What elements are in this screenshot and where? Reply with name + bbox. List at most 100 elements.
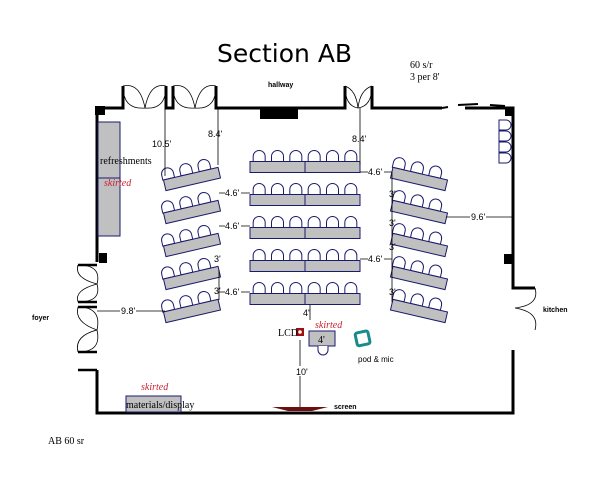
chair-icon (391, 190, 406, 204)
refreshments-table: refreshments skirted (97, 121, 152, 237)
podium-skirted-note: skirted (315, 320, 343, 331)
table (161, 158, 222, 192)
dim-aisle-right-2: 4.6' (368, 254, 383, 264)
refreshments-skirted-note: skirted (104, 178, 132, 189)
chair-icon (197, 191, 212, 206)
dim-right-aisle-top: 8.4' (352, 134, 367, 144)
chair-icon (252, 183, 266, 195)
chair-icon (289, 249, 303, 261)
refreshments-label: refreshments (100, 156, 152, 167)
chair-icon (326, 150, 339, 162)
foyer-label: foyer (32, 315, 49, 322)
chair-icon (326, 249, 339, 261)
chair-icon (307, 282, 321, 294)
chair-icon (317, 346, 329, 356)
chair-icon (344, 249, 358, 261)
chair-icon (179, 229, 194, 243)
pod-mic-label: pod & mic (358, 355, 394, 364)
chair-icon (197, 158, 212, 173)
walls (78, 86, 535, 415)
chair-icon (498, 130, 512, 142)
chair-icon (179, 295, 194, 309)
dim-screen-gap: 10' (296, 367, 308, 377)
podium-table: 4' skirted (308, 320, 343, 356)
dim-aisle-left-3: 4.6' (225, 287, 240, 297)
chair-icon (498, 141, 512, 153)
dim-aisle-left-1: 4.6' (225, 188, 240, 198)
chair-icon (344, 216, 358, 228)
chair-icon (271, 150, 284, 162)
screen-label: screen (334, 404, 357, 411)
chair-icon (271, 249, 284, 261)
chair-icon (428, 264, 443, 278)
chair-icon (252, 282, 266, 294)
table-top (162, 232, 222, 258)
dim-aisle-right-1: 4.6' (368, 167, 383, 177)
chair-icon (161, 299, 176, 313)
dim-row-gap-l2: 3' (214, 286, 221, 296)
stacked-chairs (498, 119, 512, 164)
podium-icon (353, 329, 372, 348)
chair-icon (161, 233, 176, 247)
seating-tables (161, 150, 449, 324)
chair-icon (179, 196, 194, 210)
table (389, 289, 449, 324)
chair-icon (409, 293, 424, 307)
chair-icon (391, 289, 406, 303)
chair-icon (326, 183, 339, 195)
dim-left-door-gap: 10.5' (152, 139, 172, 149)
table (249, 249, 361, 272)
chair-icon (326, 216, 339, 228)
chair-icon (307, 216, 321, 228)
chair-icon (428, 297, 443, 311)
plan-title: Section AB (217, 39, 352, 68)
chair-icon (409, 161, 424, 175)
table-top (162, 298, 222, 324)
chair-icon (428, 165, 443, 179)
chair-icon (498, 119, 512, 131)
chair-icon (271, 183, 284, 195)
dim-row-gap-r4: 3' (389, 287, 396, 297)
chair-icon (289, 216, 303, 228)
footer-label: AB 60 sr (48, 436, 85, 447)
screen-icon (272, 407, 328, 411)
chair-icon (179, 163, 194, 177)
chair-icon (307, 183, 321, 195)
table (389, 157, 449, 192)
table-top (389, 298, 449, 324)
lcd-projector: LCD (278, 328, 304, 339)
dim-left-aisle-top: 8.4' (208, 129, 223, 139)
capacity-line-1: 60 s/r (410, 60, 433, 71)
chair-icon (428, 231, 443, 245)
table (249, 282, 361, 305)
chair-icon (498, 152, 512, 164)
chair-icon (161, 266, 176, 280)
hallway-label: hallway (268, 82, 293, 89)
chair-icon (344, 183, 358, 195)
dim-left-wall: 9.8' (121, 306, 136, 316)
dim-row-gap-r3: 3' (389, 242, 396, 252)
chair-icon (428, 198, 443, 212)
dim-aisle-left-2: 4.6' (225, 221, 240, 231)
table-top (162, 199, 222, 225)
chair-icon (252, 150, 266, 162)
table (389, 190, 449, 225)
chair-icon (344, 282, 358, 294)
chair-icon (252, 216, 266, 228)
table-top (162, 166, 222, 192)
doors (77, 85, 537, 353)
table (161, 290, 222, 324)
chair-icon (307, 249, 321, 261)
table (161, 224, 222, 258)
table (389, 256, 449, 291)
chair-icon (289, 150, 303, 162)
table (249, 150, 361, 173)
chair-icon (179, 262, 194, 276)
chair-icon (391, 157, 406, 171)
chair-icon (161, 200, 176, 214)
podium-size: 4' (318, 335, 325, 346)
chair-icon (307, 150, 321, 162)
pod-mic: pod & mic (353, 329, 394, 364)
chair-icon (409, 227, 424, 241)
